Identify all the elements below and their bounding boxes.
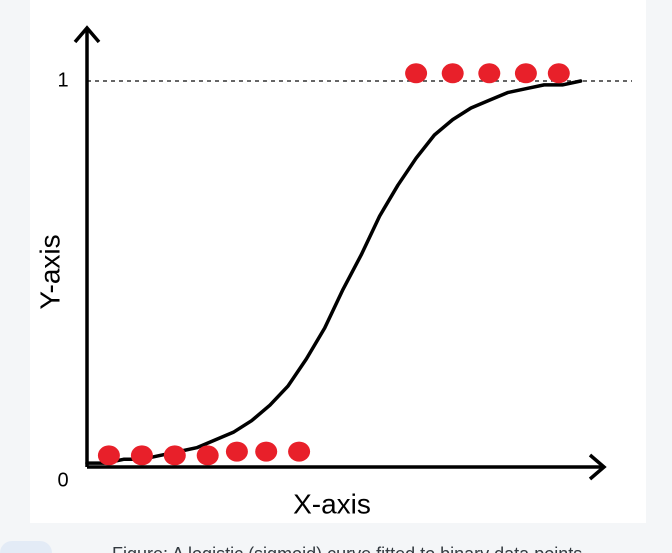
data-point bbox=[478, 63, 501, 84]
data-point bbox=[255, 441, 278, 462]
sigmoid-curve bbox=[85, 79, 583, 465]
x-axis-title: X-axis bbox=[293, 488, 371, 519]
data-point bbox=[288, 441, 311, 462]
data-point bbox=[225, 441, 248, 462]
y-tick-label: 0 bbox=[57, 469, 68, 491]
caption-badge bbox=[0, 541, 52, 553]
data-point bbox=[163, 445, 186, 466]
x-axis-arrow bbox=[588, 453, 607, 481]
figure-caption: Figure: A logistic (sigmoid) curve fitte… bbox=[112, 544, 582, 553]
y-tick-label: 1 bbox=[57, 69, 68, 91]
data-point bbox=[97, 445, 120, 466]
y-axis-arrow bbox=[73, 25, 101, 44]
data-point bbox=[441, 63, 464, 84]
data-point bbox=[405, 63, 428, 84]
data-point bbox=[196, 445, 219, 466]
caption-row: Figure: A logistic (sigmoid) curve fitte… bbox=[0, 538, 672, 553]
sigmoid-chart: 0 1X-axis Y-axis bbox=[34, 25, 632, 519]
data-point bbox=[547, 63, 570, 84]
data-point bbox=[130, 445, 153, 466]
y-axis-title: Y-axis bbox=[34, 234, 65, 309]
data-point bbox=[514, 63, 537, 84]
